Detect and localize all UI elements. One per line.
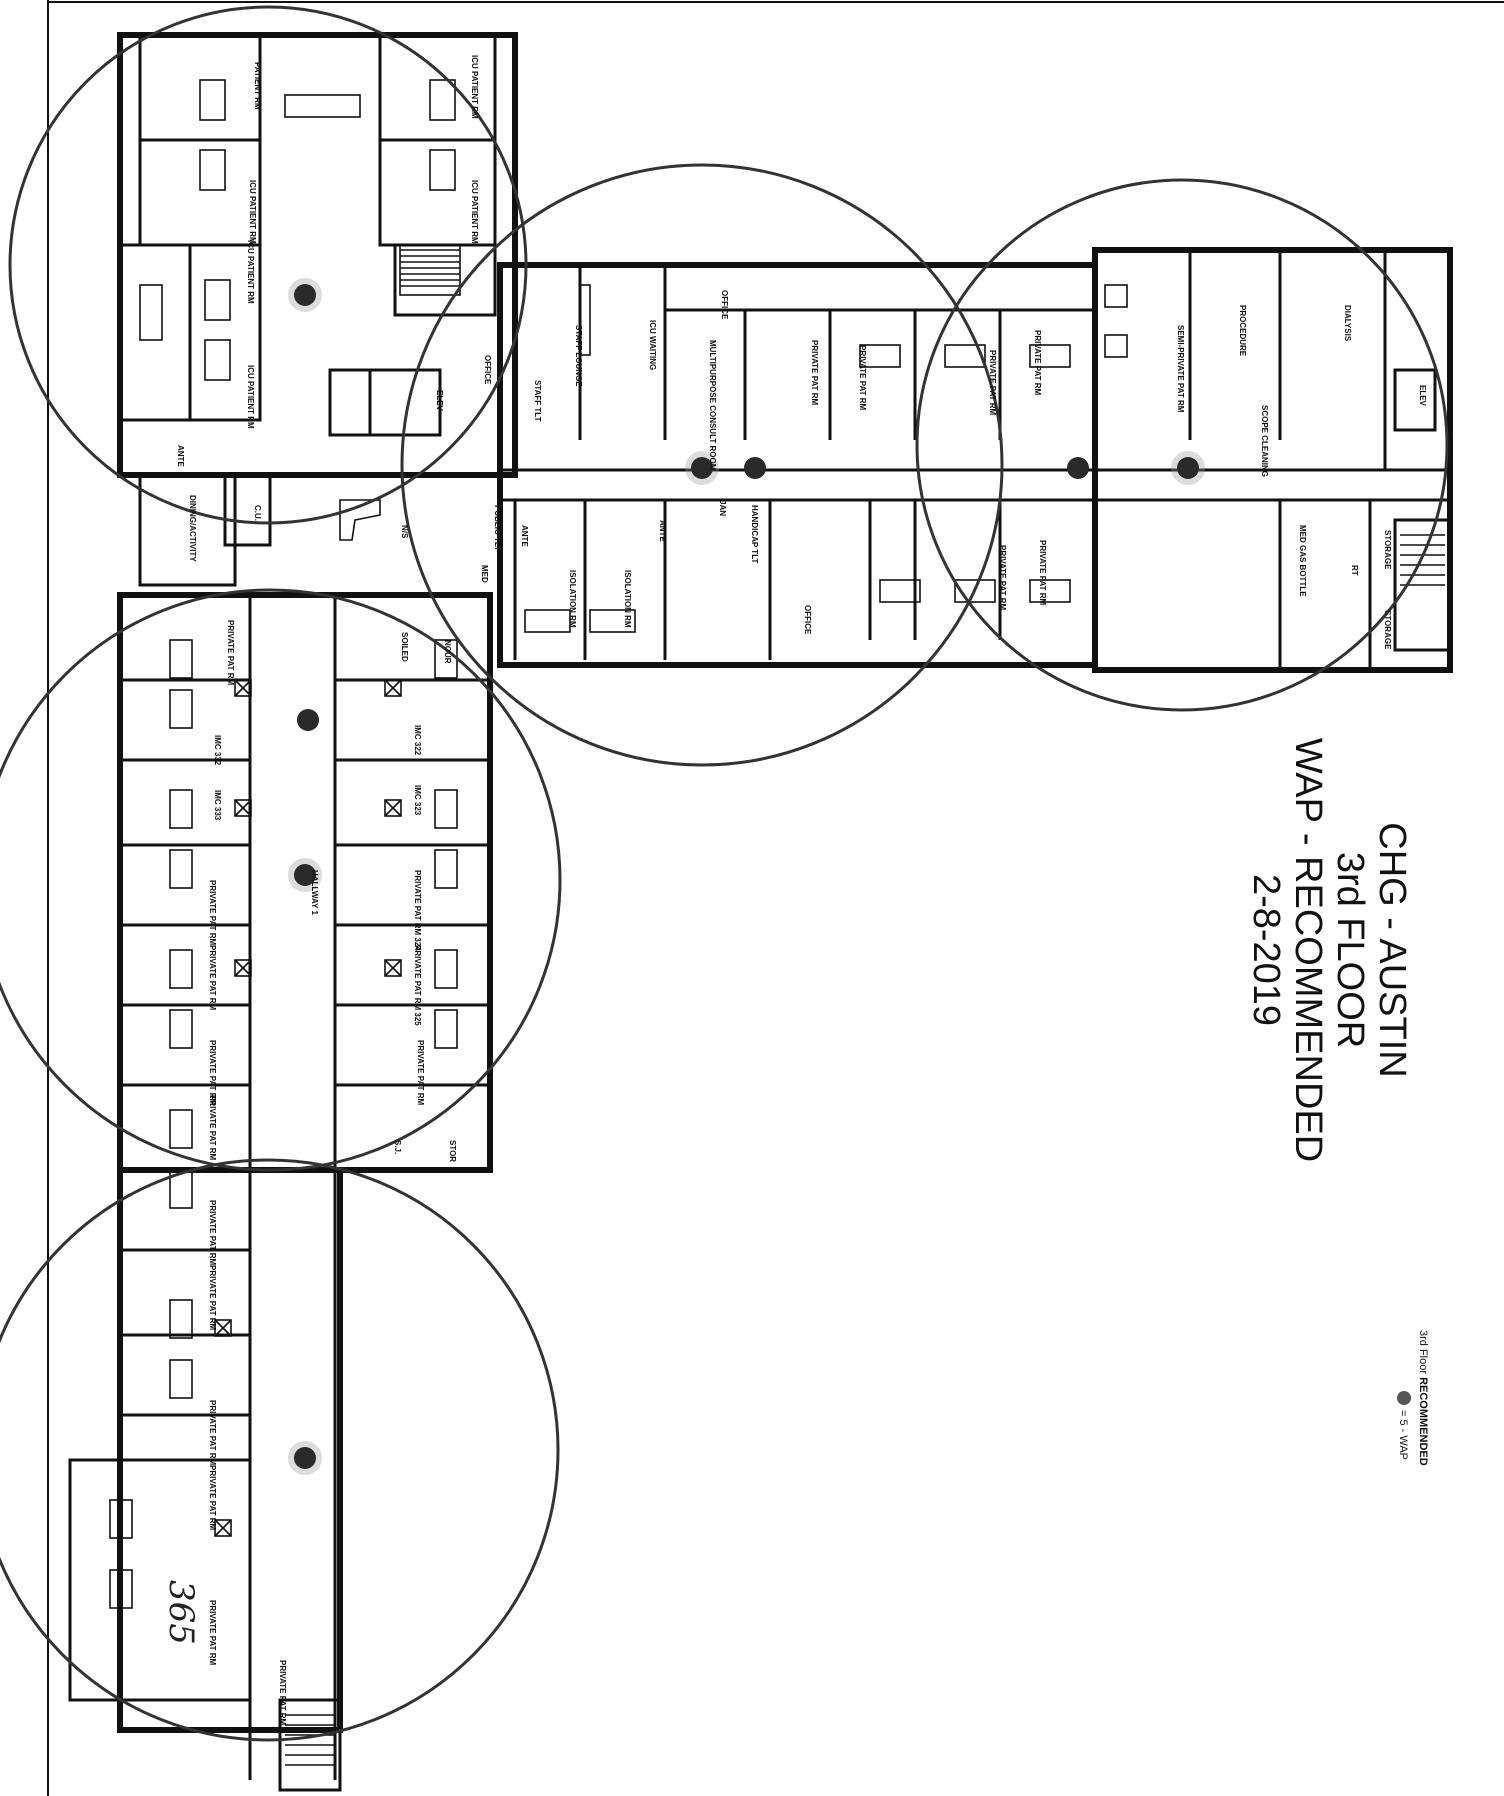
room-label: IMC 333: [213, 790, 222, 821]
legend-heading: 3rd Floor RECOMMENDED: [1417, 1330, 1429, 1466]
room-label: ICU PATIENT RM: [246, 365, 255, 429]
room-label: PRIVATE PAT RM: [858, 345, 867, 411]
room-label: PUBLIC TLT: [493, 505, 502, 551]
room-label: PRIVATE PAT RM: [208, 1040, 217, 1106]
coverage-circle-icu: [8, 5, 528, 525]
room-label: DIALYSIS: [1343, 305, 1352, 342]
room-label: ELEV: [1418, 385, 1427, 407]
legend-ap-marker-icon: [1397, 1391, 1411, 1405]
room-label: STORAGE: [1383, 610, 1392, 650]
room-label: STOR: [448, 1140, 457, 1162]
room-label: JAN: [718, 500, 727, 516]
ap-marker: [294, 864, 316, 886]
room-label: PRIVATE PAT RM: [810, 340, 819, 406]
room-label: HALLWAY 1: [310, 870, 319, 915]
room-label: ICU PATIENT RM: [470, 55, 479, 119]
access-points: [288, 278, 1205, 1475]
room-label: ICU PATIENT RM: [248, 180, 257, 244]
room-label: MED GAS BOTTLE: [1298, 525, 1307, 597]
ap-marker: [744, 457, 766, 479]
room-label: PRIVATE PAT RM: [1033, 330, 1042, 396]
room-label: PRIVATE PAT RM: [278, 1660, 287, 1726]
room-label: DINING/ACTIVITY: [188, 495, 197, 562]
room-label: PRIVATE PAT RM 324: [413, 870, 422, 951]
east-wing: [1092, 247, 1453, 673]
room-label: RT: [1350, 565, 1359, 576]
room-label: STAFF LOUNGE: [574, 325, 583, 387]
room-label: PRIVATE PAT RM: [208, 1465, 217, 1531]
room-label: ANTE: [658, 520, 667, 542]
legend-item-text: = 5 - WAP: [1397, 1410, 1409, 1460]
coverage-circle-central: [400, 163, 1004, 767]
room-label: C.U.: [253, 505, 262, 521]
room-label: SOILED: [400, 632, 409, 662]
room-label: PRIVATE PAT RM: [988, 350, 997, 416]
room-label: N/S: [400, 525, 409, 539]
ap-marker: [1177, 457, 1199, 479]
room-label: NOUR: [443, 640, 452, 664]
room-label: MULTIPURPOSE CONSULT ROOM: [708, 340, 717, 471]
room-label: ICU WAITING: [648, 320, 657, 370]
ap-marker: [691, 457, 713, 479]
room-label: PRIVATE PAT RM: [208, 1265, 217, 1331]
legend-heading-bold: RECOMMENDED: [1417, 1377, 1429, 1466]
room-label: ISOLATION RM: [623, 570, 632, 628]
room-label: SEMI-PRIVATE PAT RM: [1176, 325, 1185, 413]
ap-marker: [1067, 457, 1089, 479]
ap-marker: [294, 284, 316, 306]
coverage-circle-wing-upper: [0, 588, 562, 1172]
room-label: PRIVATE PAT RM: [416, 1040, 425, 1106]
title-block: CHG - AUSTIN 3rd FLOOR WAP - RECOMMENDED…: [1245, 738, 1413, 1162]
room-label: IMC 323: [413, 785, 422, 816]
room-label: PROCEDURE: [1238, 305, 1247, 357]
room-label: ISOLATION RM: [568, 570, 577, 628]
room-label: ICU PATIENT RM: [470, 180, 479, 244]
room-label: IMC 332: [213, 735, 222, 766]
room-label: STAFF TLT: [533, 380, 542, 422]
room-label: ICU PATIENT RM: [246, 240, 255, 304]
room-label: SCOPE CLEANING: [1260, 405, 1269, 477]
room-label: HANDICAP TLT: [750, 505, 759, 563]
room-label: ELEV: [435, 390, 444, 412]
room-label: PRIVATE PAT RM: [208, 1200, 217, 1266]
room-label: OFFICE: [720, 290, 729, 320]
legend: 3rd Floor RECOMMENDED = 5 - WAP: [1397, 1330, 1429, 1466]
room-label: PRIVATE PAT RM: [998, 545, 1007, 611]
room-label: IMC 322: [413, 725, 422, 756]
room-label: PRIVATE PAT RM: [208, 880, 217, 946]
handwritten-annotation: 365: [161, 1580, 201, 1645]
icu-block: [117, 32, 518, 587]
south-wing: [68, 592, 493, 1792]
room-label: STORAGE: [1383, 530, 1392, 570]
room-label: OFFICE: [803, 605, 812, 635]
ap-marker: [297, 709, 319, 731]
legend-heading-plain: 3rd Floor: [1417, 1330, 1429, 1377]
ap-marker: [294, 1447, 316, 1469]
room-label: PRIVATE PAT RM 325: [413, 945, 422, 1026]
room-label: PRIVATE PAT RM: [1038, 540, 1047, 606]
room-label: PRIVATE PAT RM: [208, 1095, 217, 1161]
room-label: PRIVATE PAT RM: [226, 620, 235, 686]
room-label: PRIVATE PAT RM: [208, 1600, 217, 1666]
room-label: PRIVATE PAT RM: [208, 945, 217, 1011]
room-label: PATIENT RM: [253, 62, 262, 110]
room-label: S.J.: [393, 1140, 402, 1154]
title-line-4: 2-8-2019: [1245, 874, 1287, 1026]
coverage-circle-east: [915, 178, 1449, 712]
coverage-circles: [0, 5, 1449, 1742]
room-label: ANTE: [520, 525, 529, 547]
title-line-1: CHG - AUSTIN: [1371, 822, 1413, 1077]
title-line-2: 3rd FLOOR: [1329, 852, 1371, 1048]
coverage-circle-wing-lower: [0, 1158, 560, 1742]
room-label: OFFICE: [483, 355, 492, 385]
room-label: MED: [480, 565, 489, 583]
room-label: PRIVATE PAT RM: [208, 1400, 217, 1466]
room-labels: PATIENT RM ICU PATIENT RM ICU PATIENT RM…: [176, 55, 1427, 1726]
room-label: ANTE: [176, 445, 185, 467]
title-line-3: WAP - RECOMMENDED: [1287, 738, 1329, 1162]
